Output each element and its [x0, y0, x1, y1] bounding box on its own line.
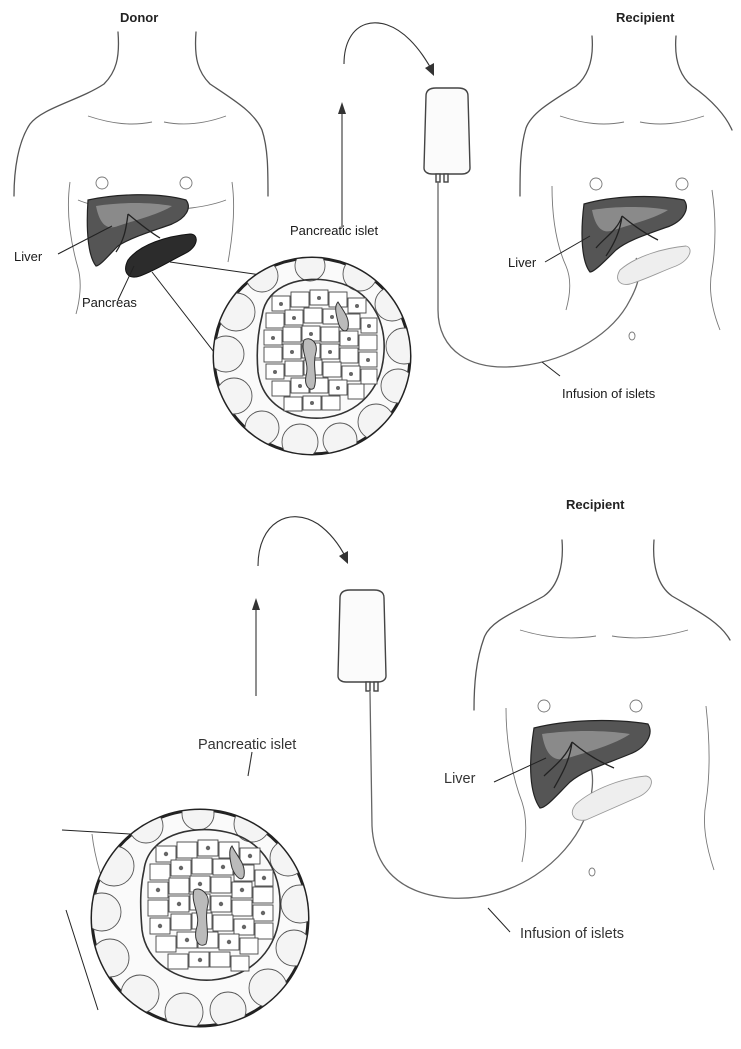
donor-liver-label: Liver	[14, 250, 42, 263]
recipient-pancreas	[618, 246, 690, 284]
donor-nipple-right	[180, 177, 192, 189]
recipient-nipple-right	[676, 178, 688, 190]
donor-title: Donor	[120, 11, 158, 24]
recipient-navel-bottom	[589, 868, 595, 876]
bottom-panel: Recipient Pancreatic islet Liver Infusio…	[0, 470, 741, 1049]
recipient-nipple-left-bottom	[538, 700, 550, 712]
recipient-title-bottom: Recipient	[566, 498, 625, 511]
bottom-illustration	[0, 470, 741, 1049]
donor-islet-magnification	[208, 251, 422, 460]
donor-pancreas	[126, 234, 197, 277]
infusion-label: Infusion of islets	[562, 387, 655, 400]
infusion-label-bottom: Infusion of islets	[520, 927, 624, 942]
recipient-torso-bottom	[474, 540, 730, 876]
recipient-nipple-right-bottom	[630, 700, 642, 712]
transfer-arrow	[338, 23, 434, 228]
recipient-nipple-left	[590, 178, 602, 190]
liver-label-bottom: Liver	[444, 772, 475, 787]
pancreatic-islet-label: Pancreatic islet	[290, 224, 378, 237]
recipient-title: Recipient	[616, 11, 675, 24]
recipient-pancreas-bottom	[572, 776, 651, 820]
donor-nipple-left	[96, 177, 108, 189]
pancreas-label: Pancreas	[82, 296, 137, 309]
recipient-liver-label: Liver	[508, 256, 536, 269]
recipient-torso	[520, 36, 732, 340]
top-panel: Donor Recipient Liver Pancreas Pancreati…	[0, 0, 741, 470]
recipient-navel	[629, 332, 635, 340]
pancreatic-islet-label-bottom: Pancreatic islet	[198, 738, 296, 753]
